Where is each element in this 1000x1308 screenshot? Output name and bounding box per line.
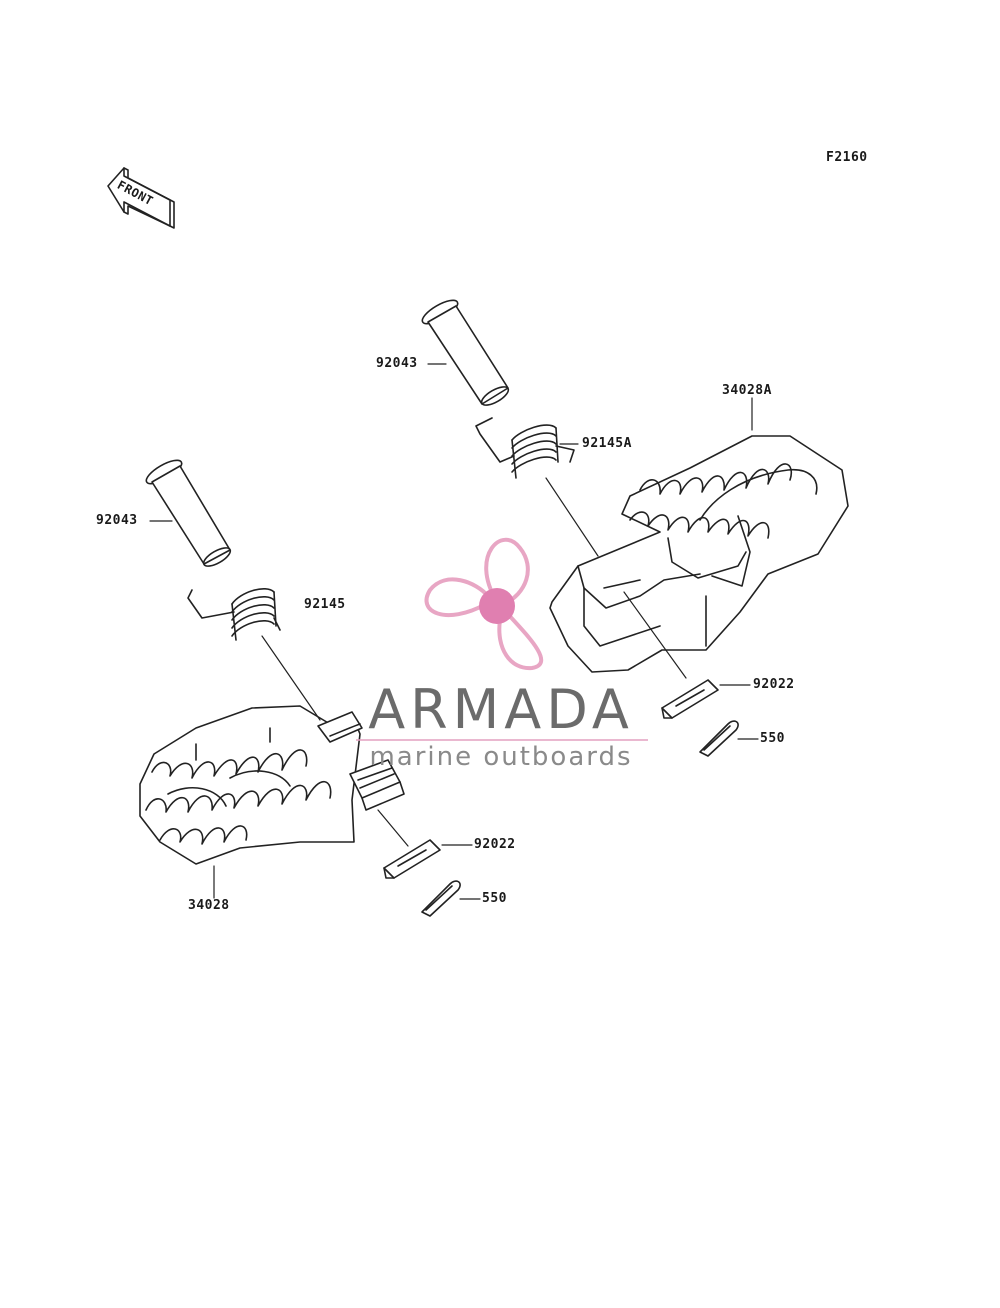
cotter-pin-550-left bbox=[421, 880, 461, 917]
hinge-block-left bbox=[349, 759, 405, 811]
part-label-550-left[interactable]: 550 bbox=[482, 891, 507, 906]
spring-92145a bbox=[475, 417, 575, 479]
leader-lines bbox=[149, 363, 759, 900]
pin-92043-right bbox=[421, 299, 510, 406]
part-label-92022-right[interactable]: 92022 bbox=[753, 677, 795, 692]
spring-92145 bbox=[187, 588, 281, 641]
diagram-code: F2160 bbox=[826, 150, 868, 165]
assembly-lines bbox=[261, 477, 687, 847]
footpeg-34028 bbox=[139, 705, 363, 865]
part-label-34028a[interactable]: 34028A bbox=[722, 383, 772, 398]
armada-logo-icon bbox=[424, 537, 544, 671]
front-arrow-icon bbox=[107, 167, 175, 229]
watermark-brand: ARMADA bbox=[368, 678, 634, 741]
part-label-92145[interactable]: 92145 bbox=[304, 597, 346, 612]
watermark-tagline: marine outboards bbox=[369, 742, 633, 772]
cotter-pin-550-right bbox=[699, 720, 739, 757]
part-label-92043-right[interactable]: 92043 bbox=[376, 356, 418, 371]
part-label-550-right[interactable]: 550 bbox=[760, 731, 785, 746]
washer-92022-left bbox=[383, 839, 441, 879]
part-label-92043-left[interactable]: 92043 bbox=[96, 513, 138, 528]
washer-92022-right bbox=[661, 679, 719, 719]
footpeg-34028a bbox=[549, 435, 849, 673]
part-label-92022-left[interactable]: 92022 bbox=[474, 837, 516, 852]
part-label-34028[interactable]: 34028 bbox=[188, 898, 230, 913]
part-label-92145a[interactable]: 92145A bbox=[582, 436, 632, 451]
pin-92043-left bbox=[145, 459, 232, 567]
